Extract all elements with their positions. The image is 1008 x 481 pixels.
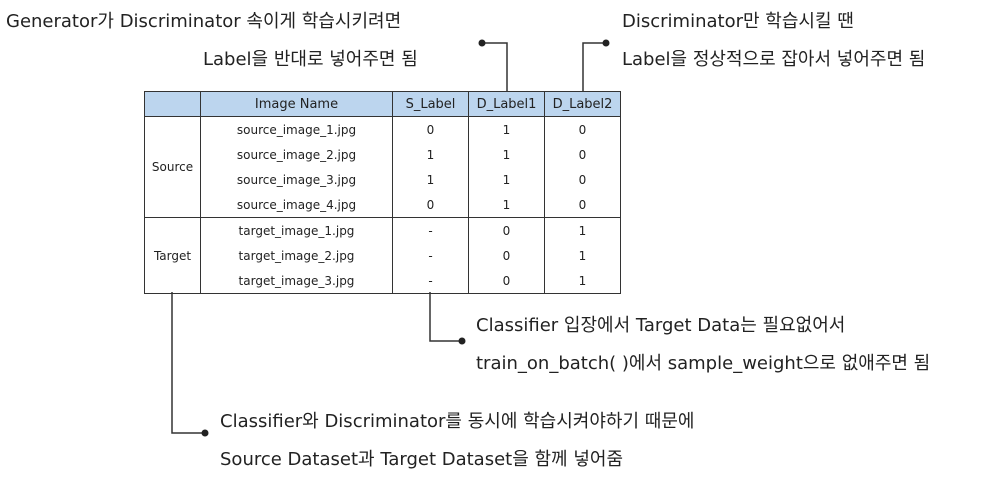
connector-s-label-target — [429, 292, 462, 342]
note-generator-line2: Label을 반대로 넣어주면 됨 — [203, 49, 418, 70]
cell-d-label1: 0 — [468, 268, 545, 294]
table-row: source_image_4.jpg 0 1 0 — [145, 192, 621, 218]
cell-image-name: source_image_2.jpg — [200, 142, 393, 167]
group-target: Target — [144, 217, 201, 294]
cell-d-label2: 0 — [544, 142, 621, 167]
note-classifier-line1: Classifier 입장에서 Target Data는 필요없어서 — [476, 315, 846, 336]
label-table: Image Name S_Label D_Label1 D_Label2 Sou… — [144, 91, 621, 294]
note-classifier-line2: train_on_batch( )에서 sample_weight으로 없애주면… — [476, 353, 931, 374]
table-row: target_image_3.jpg - 0 1 — [145, 268, 621, 294]
cell-d-label1: 1 — [468, 116, 545, 142]
cell-s-label: - — [392, 243, 469, 268]
cell-s-label: 1 — [392, 167, 469, 192]
cell-d-label2: 0 — [544, 192, 621, 218]
cell-image-name: source_image_3.jpg — [200, 167, 393, 192]
connector-dot-d-label2 — [602, 39, 610, 47]
cell-d-label2: 0 — [544, 116, 621, 142]
table-row: source_image_2.jpg 1 1 0 — [145, 142, 621, 167]
header-group — [144, 91, 201, 117]
table-row: Source source_image_1.jpg 0 1 0 — [144, 116, 621, 218]
header-d-label2: D_Label2 — [544, 91, 621, 117]
cell-s-label: 1 — [392, 142, 469, 167]
cell-s-label: - — [392, 217, 469, 243]
note-joint-training-line2: Source Dataset과 Target Dataset을 함께 넣어줌 — [220, 449, 624, 470]
cell-image-name: target_image_3.jpg — [200, 268, 393, 294]
table-row: Target target_image_1.jpg - 0 1 — [144, 217, 621, 294]
connector-d-label1 — [482, 42, 508, 91]
connector-group-column — [171, 292, 205, 434]
connector-dot-group-column — [201, 429, 209, 437]
connector-d-label2 — [582, 42, 606, 91]
cell-image-name: source_image_1.jpg — [200, 116, 393, 142]
cell-d-label1: 1 — [468, 192, 545, 218]
cell-image-name: target_image_2.jpg — [200, 243, 393, 268]
table-header-row: Image Name S_Label D_Label1 D_Label2 — [144, 91, 621, 117]
note-generator-line1: Generator가 Discriminator 속이게 학습시키려면 — [6, 11, 402, 32]
cell-d-label1: 0 — [468, 243, 545, 268]
header-s-label: S_Label — [392, 91, 469, 117]
cell-d-label2: 1 — [544, 268, 621, 294]
connector-dot-d-label1 — [478, 39, 486, 47]
note-joint-training-line1: Classifier와 Discriminator를 동시에 학습시켜야하기 때… — [220, 411, 695, 432]
header-image-name: Image Name — [200, 91, 393, 117]
cell-s-label: 0 — [392, 192, 469, 218]
group-source: Source — [144, 116, 201, 218]
cell-image-name: target_image_1.jpg — [200, 217, 393, 243]
cell-d-label2: 1 — [544, 243, 621, 268]
note-discriminator-line2: Label을 정상적으로 잡아서 넣어주면 됨 — [622, 49, 926, 70]
cell-image-name: source_image_4.jpg — [200, 192, 393, 218]
cell-d-label2: 1 — [544, 217, 621, 243]
cell-d-label1: 1 — [468, 167, 545, 192]
table-row: target_image_2.jpg - 0 1 — [145, 243, 621, 268]
cell-d-label1: 1 — [468, 142, 545, 167]
header-d-label1: D_Label1 — [468, 91, 545, 117]
cell-d-label2: 0 — [544, 167, 621, 192]
note-discriminator-line1: Discriminator만 학습시킬 땐 — [622, 11, 854, 32]
table-row: source_image_3.jpg 1 1 0 — [145, 167, 621, 192]
connector-dot-s-label-target — [458, 337, 466, 345]
cell-s-label: - — [392, 268, 469, 294]
cell-s-label: 0 — [392, 116, 469, 142]
cell-d-label1: 0 — [468, 217, 545, 243]
